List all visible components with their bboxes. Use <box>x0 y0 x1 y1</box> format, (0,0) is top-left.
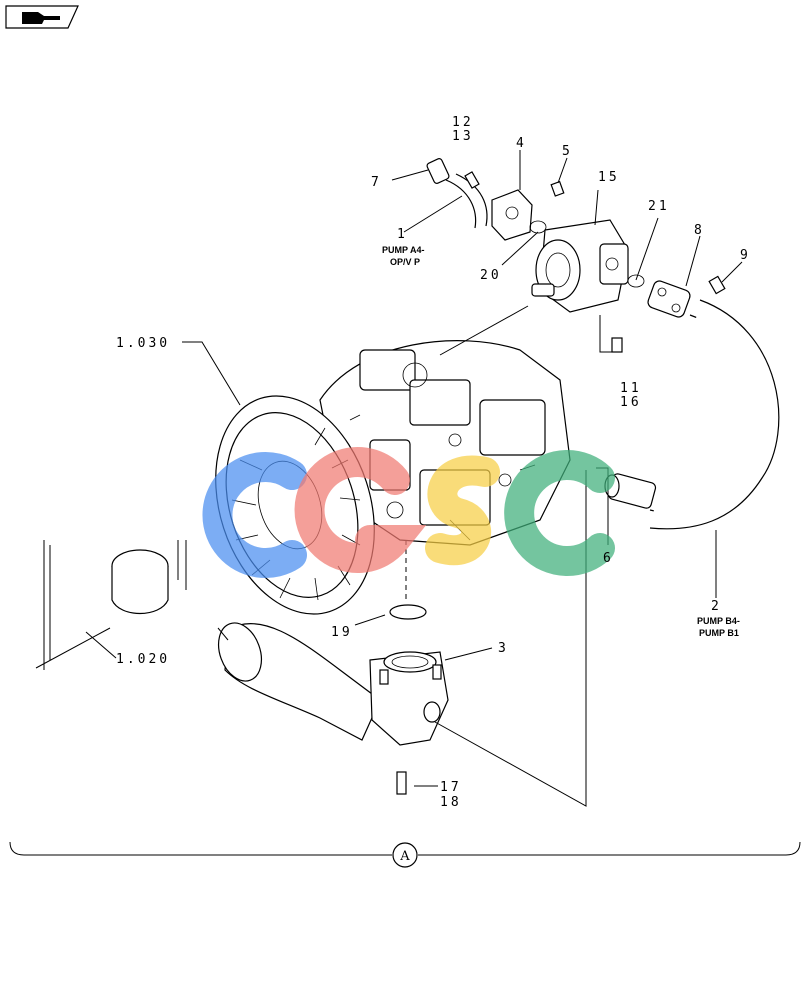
callouts: 12 13 4 5 7 15 21 8 9 1 20 1.030 11 16 6… <box>116 115 751 810</box>
watermark <box>202 447 615 578</box>
callout-12: 12 <box>452 115 474 130</box>
callout-20: 20 <box>480 268 502 283</box>
suction-elbow <box>217 604 449 795</box>
pump-labels: PUMP A4- OP/V P PUMP B4- PUMP B1 <box>382 245 740 638</box>
pump-b-label-line1: PUMP B4- <box>697 616 740 626</box>
hose-assembly <box>604 274 780 530</box>
callout-11: 11 <box>620 381 642 396</box>
watermark-s-yellow <box>425 455 500 566</box>
callout-3: 3 <box>498 641 509 656</box>
callout-16: 16 <box>620 395 642 410</box>
watermark-c-red <box>294 447 427 573</box>
callout-8: 8 <box>694 223 705 238</box>
callout-15: 15 <box>598 170 620 185</box>
callout-1: 1 <box>397 227 408 242</box>
callout-19: 19 <box>331 625 353 640</box>
pump-b-label-line2: PUMP B1 <box>699 628 739 638</box>
pointing-hand-icon[interactable] <box>5 5 79 29</box>
watermark-c-green <box>504 450 615 576</box>
watermark-c-blue <box>202 452 307 578</box>
valve-block <box>426 158 565 241</box>
callout-2: 2 <box>711 599 722 614</box>
section-bracket: A <box>9 841 801 868</box>
callout-17: 17 <box>440 780 462 795</box>
callout-9: 9 <box>740 248 751 263</box>
section-marker <box>392 842 418 868</box>
callout-4: 4 <box>516 136 527 151</box>
callout-5: 5 <box>562 144 573 159</box>
pump-a-label-line1: PUMP A4- <box>382 245 425 255</box>
callout-1-020: 1.020 <box>116 652 170 667</box>
gear-pump-assembly <box>531 219 629 313</box>
filter-cylinder <box>35 540 187 670</box>
callout-7: 7 <box>371 175 382 190</box>
callout-18: 18 <box>440 795 462 810</box>
callout-21: 21 <box>648 199 670 214</box>
section-marker-letter: A <box>399 849 410 864</box>
callout-6: 6 <box>603 551 614 566</box>
callout-13: 13 <box>452 129 474 144</box>
pump-a-label-line2: OP/V P <box>390 257 420 267</box>
callout-1-030: 1.030 <box>116 336 170 351</box>
